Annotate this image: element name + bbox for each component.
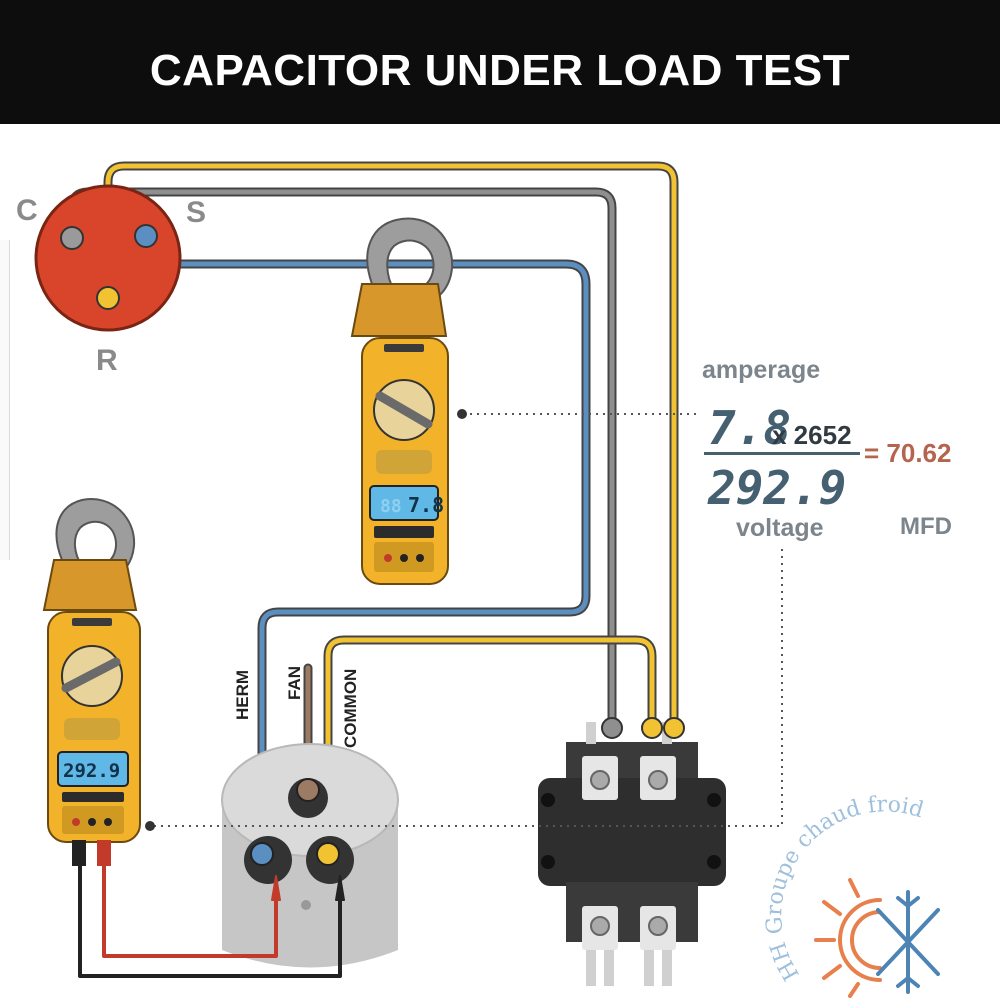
snowflake-icon [876, 890, 940, 994]
title-banner: CAPACITOR UNDER LOAD TEST [0, 0, 1000, 124]
multiplier: x 2652 [772, 420, 852, 450]
label-common: COMMON [341, 669, 360, 748]
test-leads [72, 840, 345, 978]
contactor-terminal-yellow-a [641, 717, 663, 739]
clamp-meter-voltage: 292.9 [42, 498, 141, 843]
contactor-terminal-gray [601, 717, 623, 739]
unit-label: MFD [900, 513, 952, 540]
contactor [538, 717, 726, 986]
terminal-s [134, 224, 158, 248]
terminal-r [96, 286, 120, 310]
voltage-label: voltage [736, 514, 824, 542]
label-c: C [16, 194, 38, 227]
watermark-logo: HH Groupe chaud froid [762, 792, 940, 998]
label-s: S [186, 196, 206, 229]
left-edge-tab [0, 240, 10, 560]
leader-lines [154, 413, 783, 827]
amperage-value: 7.8 [708, 401, 791, 455]
page-title: CAPACITOR UNDER LOAD TEST [149, 46, 851, 95]
clamp-meter-amperage: 88 7.8 [350, 217, 454, 585]
label-fan: FAN [285, 666, 304, 700]
label-herm: HERM [233, 670, 252, 720]
meter-left-reading: 292.9 [63, 760, 120, 782]
compressor-terminal [34, 184, 182, 332]
label-r: R [96, 344, 118, 377]
meter-top-reading: 7.8 [408, 493, 444, 517]
meter-top-ghost: 88 [380, 496, 402, 517]
capacitance-formula: amperage 7.8 x 2652 = 70.62 292.9 voltag… [702, 356, 952, 542]
amperage-label: amperage [702, 356, 820, 384]
leader-dot-left [145, 821, 155, 831]
fraction-bar [704, 452, 860, 455]
sun-icon [814, 878, 882, 998]
terminal-c [60, 226, 84, 250]
contactor-terminal-yellow-b [663, 717, 685, 739]
wire-run-yellow [103, 161, 679, 735]
dual-run-capacitor [221, 743, 399, 968]
wire-common-yellow [323, 635, 657, 859]
result-value: = 70.62 [864, 438, 951, 468]
voltage-value: 292.9 [707, 461, 846, 515]
leader-dot-top [457, 409, 467, 419]
